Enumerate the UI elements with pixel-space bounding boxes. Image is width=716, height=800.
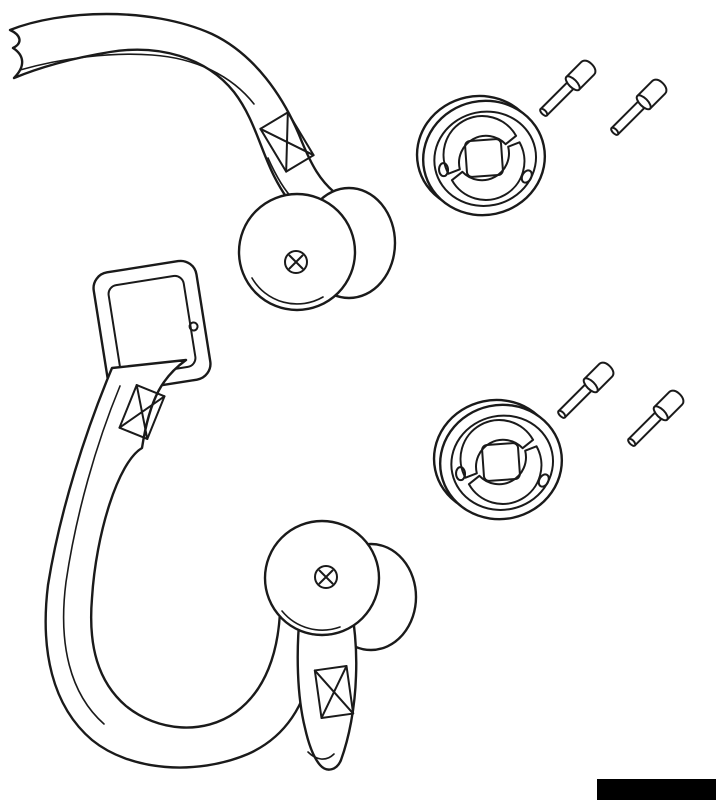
phillips-screw-head xyxy=(284,250,308,274)
stitch-box xyxy=(118,384,166,440)
mounting-screw xyxy=(605,75,671,141)
long-strap-assembly xyxy=(44,259,418,771)
rivet-hole xyxy=(188,321,199,332)
strap-tail xyxy=(296,610,358,771)
mounting-screw xyxy=(552,358,618,424)
upper-receptacle-socket xyxy=(405,82,557,229)
lower-mounting-screws xyxy=(552,358,688,452)
short-strap-assembly xyxy=(8,12,397,312)
roller-cover-rim-line xyxy=(281,610,341,631)
lower-receptacle-socket xyxy=(422,386,574,533)
receptacle-socket xyxy=(405,82,557,229)
stitch-box-cross xyxy=(118,384,166,440)
stitch-box-cross xyxy=(313,665,355,719)
stitch-box-outline xyxy=(313,665,355,719)
roller-cover-rim-line xyxy=(251,277,324,305)
mounting-screw xyxy=(534,56,600,122)
strap-edge-line xyxy=(19,53,255,105)
upper-mounting-screws xyxy=(534,56,671,141)
mounting-screw xyxy=(622,386,688,452)
strap-band xyxy=(8,12,336,218)
strap-tail-end-wave xyxy=(307,751,335,760)
stitch-box xyxy=(259,111,315,173)
footer-black-bar xyxy=(597,779,716,800)
stitch-box-cross xyxy=(259,111,315,173)
strap-edge-line xyxy=(62,385,121,725)
phillips-screw-head xyxy=(314,565,338,589)
stitch-box xyxy=(313,665,355,719)
receptacle-socket xyxy=(422,386,574,533)
stitch-box-outline xyxy=(118,384,166,440)
stitch-box-outline xyxy=(259,111,315,173)
